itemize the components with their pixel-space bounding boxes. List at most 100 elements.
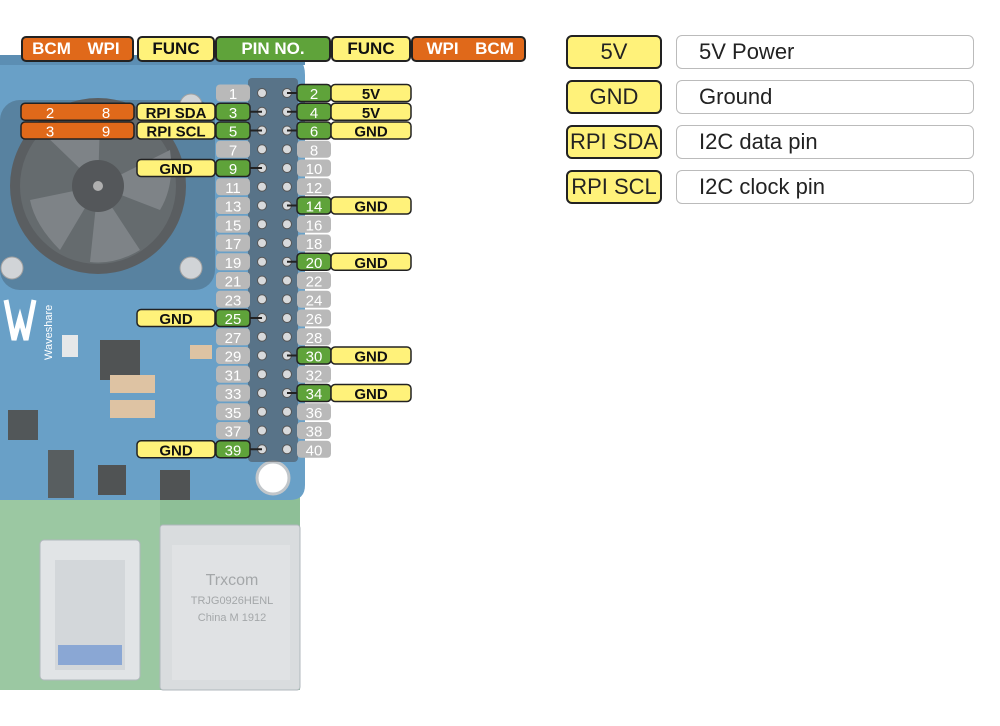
connector-model: TRJG0926HENL xyxy=(191,595,274,607)
pin-number: 15 xyxy=(225,217,242,234)
connector-brand: Trxcom xyxy=(206,572,259,589)
pin-number: 37 xyxy=(225,424,242,441)
pin-36: 36 xyxy=(282,403,331,422)
pin-number: 11 xyxy=(225,180,241,197)
pin-9: 9 GND xyxy=(136,158,267,178)
pin-number: 40 xyxy=(306,442,323,459)
pin-func-label: GND xyxy=(159,311,193,328)
pin-29: 29 xyxy=(216,347,267,366)
pin-contact-icon xyxy=(257,144,267,155)
pin-number: 16 xyxy=(306,217,323,234)
pin-func-label: 5V xyxy=(362,86,380,103)
pin-13: 13 xyxy=(216,197,267,216)
pin-number: 9 xyxy=(229,161,237,178)
pin-40: 40 xyxy=(282,440,331,459)
pin-30: 30 GND xyxy=(282,346,412,366)
pin-35: 35 xyxy=(216,403,267,422)
pin-number-box xyxy=(297,215,331,233)
connector-origin: China M 1912 xyxy=(198,612,267,624)
pin-number-box xyxy=(216,178,250,196)
pin-number: 17 xyxy=(225,236,242,253)
pin-number-box xyxy=(297,234,331,252)
pin-func-label: GND xyxy=(354,349,388,366)
legend-description: 5V Power xyxy=(676,35,974,69)
pin-func-label: GND xyxy=(354,386,388,403)
pin-contact-icon xyxy=(257,88,267,98)
pin-contact-icon xyxy=(282,406,292,417)
legend-key: RPI SDA xyxy=(566,125,662,159)
pin-bcm: 2 xyxy=(46,105,54,122)
pin-number-box xyxy=(215,102,251,121)
pin-bcm: 3 xyxy=(46,124,54,141)
pin-number: 1 xyxy=(229,86,237,103)
pin-number-box xyxy=(297,178,331,196)
pin-number-box xyxy=(216,253,250,271)
legend-key: GND xyxy=(566,80,662,114)
pin-number: 35 xyxy=(225,405,242,422)
pin-contact-icon xyxy=(282,238,292,248)
gpio-header xyxy=(248,78,298,462)
pin-number-box xyxy=(297,309,331,327)
pin-contact-icon xyxy=(282,369,292,380)
pin-func-box xyxy=(136,158,216,178)
header-right-bcm: BCM xyxy=(475,39,514,58)
pin-func-box xyxy=(136,440,216,459)
pin-contact-icon xyxy=(282,219,292,230)
pin-number-box xyxy=(297,365,331,383)
pin-number: 23 xyxy=(225,292,242,309)
pin-number-box xyxy=(216,234,250,252)
pin-37: 37 xyxy=(216,422,267,441)
pin-16: 16 xyxy=(282,215,331,234)
pin-number-box xyxy=(297,328,331,346)
pin-number: 22 xyxy=(306,274,323,291)
pin-25: 25 GND xyxy=(136,308,267,328)
pin-number: 14 xyxy=(306,199,323,216)
pin-10: 10 xyxy=(282,159,331,178)
pin-19: 19 xyxy=(216,253,267,272)
pin-number-box xyxy=(215,158,251,178)
pin-number-box xyxy=(216,290,250,308)
pin-number-box xyxy=(297,422,331,439)
pin-contact-icon xyxy=(257,388,267,398)
pin-contact-icon xyxy=(282,294,292,305)
pin-number: 25 xyxy=(225,311,242,328)
pin-contact-icon xyxy=(257,238,267,248)
pin-number: 30 xyxy=(306,349,323,366)
pin-number: 27 xyxy=(225,330,242,347)
pin-func-label: GND xyxy=(354,199,388,216)
pin-contact-icon xyxy=(282,181,292,192)
pin-number-box xyxy=(216,197,250,214)
pin-func-box xyxy=(330,252,412,271)
pin-contact-icon xyxy=(282,275,292,286)
pin-func-box xyxy=(330,83,412,103)
header-right-func: FUNC xyxy=(331,36,411,62)
pin-func-label: GND xyxy=(159,442,193,459)
pin-contact-icon xyxy=(257,181,267,192)
legend-description: Ground xyxy=(676,80,974,114)
pin-number: 21 xyxy=(225,274,242,291)
header-right-wpi: WPI xyxy=(426,39,459,58)
pin-number-box xyxy=(215,440,251,459)
header-left-func: FUNC xyxy=(137,36,215,62)
pin-number-box xyxy=(216,403,250,421)
pin-number: 13 xyxy=(225,199,242,216)
pin-23: 23 xyxy=(216,290,267,309)
pin-17: 17 xyxy=(216,234,267,253)
pin-contact-icon xyxy=(282,163,292,173)
pin-number-box xyxy=(216,272,250,289)
pin-22: 22 xyxy=(282,272,331,291)
pin-number: 36 xyxy=(306,405,323,422)
pin-func-label: GND xyxy=(159,161,193,178)
brand-mark-icon xyxy=(3,299,37,341)
pin-func-box xyxy=(330,102,412,121)
pin-func-box xyxy=(136,308,216,328)
header-left-wpi: WPI xyxy=(87,39,120,58)
pin-func-label: 5V xyxy=(362,105,380,122)
pin-number-box xyxy=(297,290,331,308)
header-left-bcm-wpi: BCM WPI xyxy=(21,36,134,62)
pin-number-box xyxy=(216,140,250,158)
